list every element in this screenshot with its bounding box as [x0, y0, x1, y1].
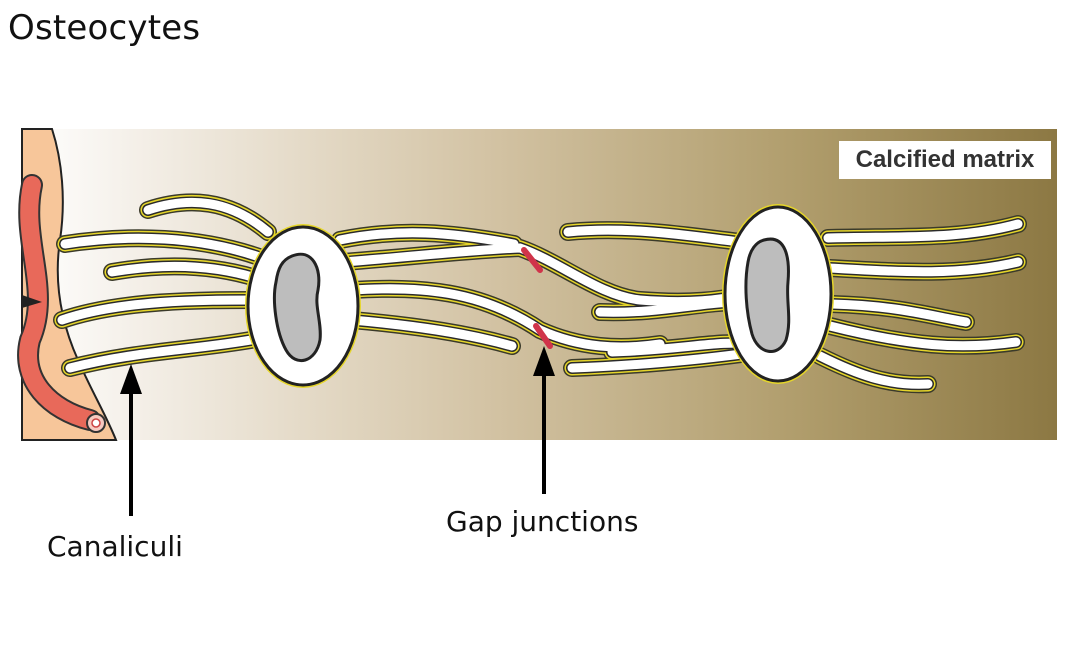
osteocyte-right-icon [722, 204, 834, 384]
blood-vessel-icon [17, 174, 106, 433]
nucleus-right-icon [744, 237, 791, 353]
canaliculi-label: Canaliculi [47, 530, 183, 563]
vessel-pointer-icon [22, 295, 42, 308]
calcified-matrix-label: Calcified matrix [839, 141, 1051, 179]
osteocyte-left-icon [245, 224, 361, 388]
nucleus-left-icon [272, 252, 322, 363]
gap-junction-arrow-icon [533, 346, 555, 494]
vessel-tissue [21, 128, 118, 441]
slide-title: Osteocytes [8, 8, 201, 48]
canaliculi-arrow-icon [120, 364, 142, 516]
gap-junctions-label: Gap junctions [446, 505, 639, 538]
gap-junction-icon [521, 247, 553, 349]
